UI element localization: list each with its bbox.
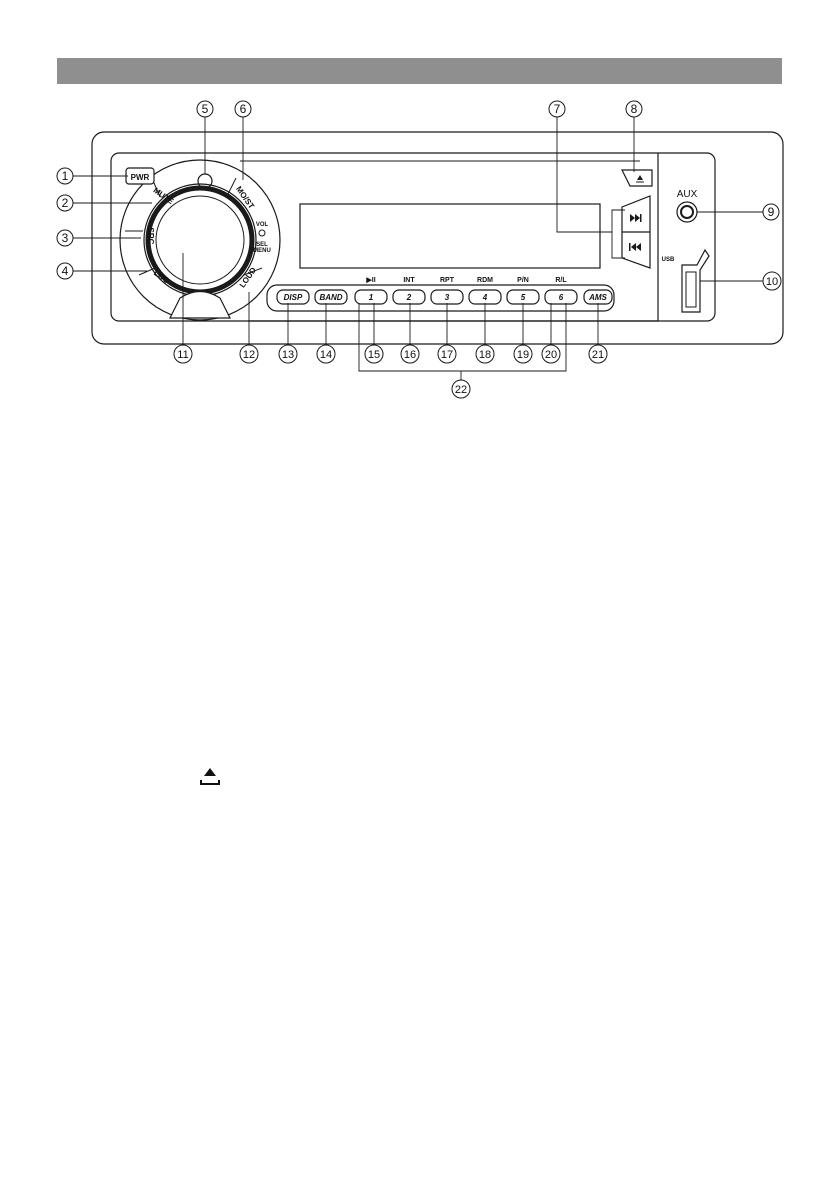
callout-17: 17 — [441, 349, 453, 361]
callout-22: 22 — [455, 384, 467, 396]
callout-19: 19 — [517, 349, 529, 361]
callout-12: 12 — [243, 349, 255, 361]
previous-track-icon — [629, 243, 641, 251]
disp-label: DISP — [284, 293, 303, 302]
eject-icon — [637, 175, 643, 180]
callout-7: 7 — [554, 102, 561, 116]
menu-label: MENU — [253, 248, 271, 254]
callout-9: 9 — [768, 205, 775, 219]
next-track-icon — [630, 214, 642, 222]
preset-number: 4 — [482, 293, 488, 302]
next-track-button[interactable] — [630, 214, 642, 222]
preset-number: 2 — [406, 293, 412, 302]
preset-function-label: P/N — [517, 277, 529, 284]
disp-button[interactable]: DISP — [276, 289, 310, 305]
vol-label: VOL — [256, 222, 269, 228]
callout-5: 5 — [202, 102, 209, 116]
leader-lines — [73, 117, 764, 380]
section-header-bar — [57, 58, 782, 84]
callout-18: 18 — [479, 349, 491, 361]
preset-button[interactable]: 5 — [506, 289, 540, 305]
callout-15: 15 — [368, 349, 380, 361]
callout-20: 20 — [545, 349, 557, 361]
preset-function-label: INT — [403, 277, 415, 284]
callout-circles — [56, 100, 782, 399]
callout-14: 14 — [320, 349, 332, 361]
eject-button[interactable] — [621, 169, 653, 187]
vol-indicator-icon — [258, 229, 266, 237]
callout-16: 16 — [404, 349, 416, 361]
pwr-button[interactable]: PWR — [125, 167, 155, 185]
callout-21: 21 — [592, 349, 604, 361]
track-buttons — [621, 195, 651, 269]
preset-number: 1 — [369, 293, 374, 302]
previous-track-button[interactable] — [629, 243, 641, 251]
preset-function-label: RPT — [440, 277, 455, 284]
preset-button[interactable]: 3 — [430, 289, 464, 305]
src-label: SRC — [146, 228, 155, 245]
usb-slot — [685, 271, 697, 308]
ams-label: AMS — [588, 293, 607, 302]
preset-function-label: RDM — [477, 277, 493, 284]
ams-button[interactable]: AMS — [583, 289, 613, 305]
play-pause-icon: ▶II — [365, 277, 375, 284]
lcd-display — [299, 203, 601, 269]
sel-label: SEL — [256, 242, 268, 248]
aux-jack[interactable] — [676, 201, 698, 223]
callout-8: 8 — [631, 102, 638, 116]
usb-port[interactable] — [681, 248, 710, 313]
callout-1: 1 — [62, 169, 69, 183]
callout-3: 3 — [62, 231, 69, 245]
callout-13: 13 — [282, 349, 294, 361]
usb-label: USB — [662, 257, 675, 263]
knob-assembly — [119, 159, 281, 321]
callout-10: 10 — [766, 276, 778, 288]
callout-6: 6 — [240, 102, 247, 116]
preset-button[interactable]: 2 — [392, 289, 426, 305]
preset-number: 6 — [559, 293, 564, 302]
callout-2: 2 — [62, 196, 69, 210]
preset-button[interactable]: 4 — [468, 289, 502, 305]
aux-label: AUX — [677, 189, 698, 200]
preset-button[interactable]: 1 — [354, 289, 388, 305]
preset-function-label: R/L — [555, 277, 567, 284]
band-button[interactable]: BAND — [314, 289, 348, 305]
pwr-label: PWR — [131, 173, 150, 182]
button-row-housing — [266, 284, 615, 312]
callout-4: 4 — [62, 264, 69, 278]
band-label: BAND — [319, 293, 342, 302]
preset-button[interactable]: 6 — [544, 289, 578, 305]
preset-number: 5 — [521, 293, 526, 302]
eject-icon — [200, 768, 220, 785]
preset-number: 3 — [445, 293, 450, 302]
callout-11: 11 — [177, 349, 188, 361]
